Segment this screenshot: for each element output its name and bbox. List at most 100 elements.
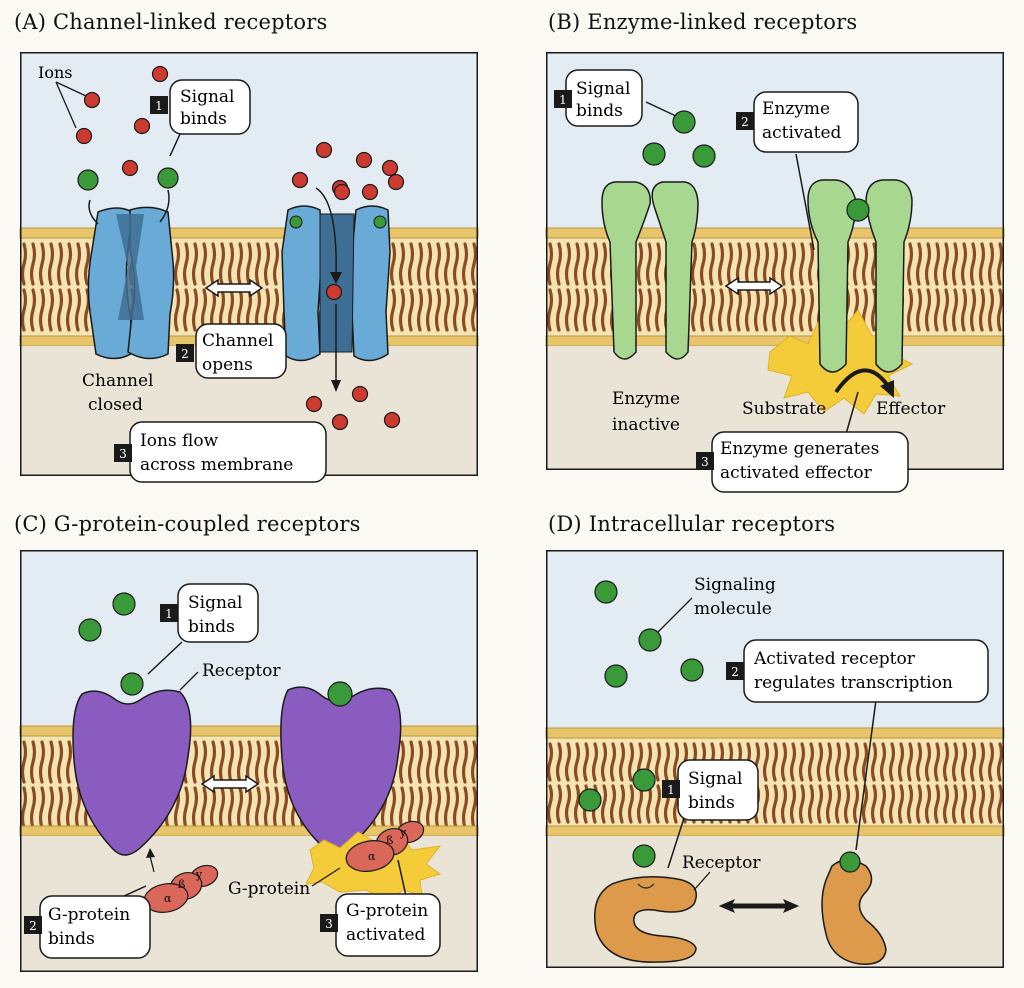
alpha-label: α xyxy=(164,892,172,905)
receptor-inactive xyxy=(594,876,697,963)
step-3-callout: 3 Enzyme generates activated effector xyxy=(696,391,909,493)
signaling-molecule-label: molecule xyxy=(694,599,772,619)
signal-molecule xyxy=(157,167,179,189)
signal-molecule xyxy=(578,788,602,812)
callout-text: activated xyxy=(762,123,842,143)
signal-molecule xyxy=(680,658,704,682)
channel-closed-label: Channel xyxy=(82,371,154,391)
callout-text: opens xyxy=(202,355,253,375)
callout-text: activated effector xyxy=(720,463,873,483)
callout-text: Signal xyxy=(188,593,243,613)
signal-molecule xyxy=(112,592,136,616)
step-2-callout: 2 Activated receptor regulates transcrip… xyxy=(726,639,989,851)
callout-text: Enzyme generates xyxy=(720,439,879,459)
beta-label: ß xyxy=(386,834,393,847)
enzyme-inactive-label: Enzyme xyxy=(612,389,680,409)
step-3-callout: 3 Ions flow across membrane xyxy=(114,421,327,483)
panel-a-title: (A) Channel-linked receptors xyxy=(14,10,328,34)
gprotein-active: y ß α xyxy=(345,820,425,872)
callout-text: G-protein xyxy=(48,905,130,925)
step-1-callout: 1 Signal binds xyxy=(150,79,251,157)
effector-label: Effector xyxy=(876,399,946,419)
signal-molecule xyxy=(692,144,716,168)
callout-text: activated xyxy=(346,925,426,945)
callout-text: binds xyxy=(188,617,235,637)
step-3-callout: 3 G-protein activated xyxy=(320,859,441,957)
step-number: 1 xyxy=(165,607,173,621)
callout-text: Signal xyxy=(688,769,743,789)
closed-channel xyxy=(87,206,175,360)
ion-flow-arrow-top xyxy=(315,187,337,278)
step-2-callout: 2 Enzyme activated xyxy=(736,91,859,251)
step-number: 3 xyxy=(701,455,709,469)
substrate-to-effector-arrow xyxy=(834,368,890,394)
substrate-label: Substrate xyxy=(742,399,826,419)
gamma-label: y xyxy=(399,826,407,839)
signal-molecule xyxy=(604,664,628,688)
panel-b-enzyme-linked: 1 Signal binds 2 Enzyme activated Enzyme… xyxy=(545,52,1005,493)
panel-b-title: (B) Enzyme-linked receptors xyxy=(548,10,858,34)
callout-text: Ions flow xyxy=(140,431,219,451)
signal-bind-line-left xyxy=(88,199,99,225)
callout-text: Activated receptor xyxy=(753,649,916,669)
callout-text: binds xyxy=(576,101,623,121)
step-1-callout: 1 Signal binds xyxy=(662,759,759,869)
channel-closed-label: closed xyxy=(88,395,143,415)
transition-double-arrow xyxy=(718,899,800,913)
step-number: 1 xyxy=(155,99,163,113)
step-2-callout: 2 Channel opens xyxy=(176,323,287,379)
step-number: 2 xyxy=(29,919,37,933)
callout-text: Signal xyxy=(180,87,235,107)
step-number: 2 xyxy=(731,665,739,679)
step-2-callout: 2 G-protein binds xyxy=(24,885,151,959)
signal-molecule xyxy=(672,110,696,134)
receptor-label: Receptor xyxy=(682,853,761,873)
step-1-callout: 1 Signal binds xyxy=(147,583,259,675)
callout-text: binds xyxy=(180,109,227,129)
transition-double-arrow xyxy=(200,774,260,794)
transition-double-arrow xyxy=(204,278,264,298)
signal-molecule xyxy=(632,768,656,792)
signal-bind-line-right xyxy=(159,189,170,223)
receptor-label: Receptor xyxy=(202,661,281,681)
beta-label: ß xyxy=(178,878,185,891)
callout-text: regulates transcription xyxy=(754,673,953,693)
enzyme-inactive-label: inactive xyxy=(612,415,680,435)
callout-text: binds xyxy=(688,793,735,813)
ions xyxy=(75,65,405,431)
active-enzyme xyxy=(807,179,913,373)
alpha-label: α xyxy=(368,850,376,863)
receptor-inactive xyxy=(72,689,192,856)
transition-double-arrow xyxy=(724,276,784,296)
step-number: 3 xyxy=(325,917,333,931)
inactive-enzyme xyxy=(601,181,699,360)
callout-text: Signal xyxy=(576,79,631,99)
step-number: 3 xyxy=(119,447,127,461)
gamma-label: y xyxy=(195,868,203,881)
gprotein-binding-arrow xyxy=(149,855,155,873)
signal-molecule xyxy=(594,580,618,604)
callout-text: Enzyme xyxy=(762,99,830,119)
signal-molecule xyxy=(632,844,656,868)
step-number: 1 xyxy=(559,93,567,107)
callout-text: binds xyxy=(48,929,95,949)
step-number: 2 xyxy=(741,115,749,129)
panel-c-gpcr: y ß α y ß α 1 Signal binds Receptor 2 G-… xyxy=(19,550,479,972)
signal-molecule xyxy=(78,618,102,642)
panel-a-channel-linked: Ions 1 Signal binds 2 Channel opens Chan… xyxy=(19,52,479,483)
step-number: 1 xyxy=(667,783,675,797)
callout-text: Channel xyxy=(202,331,274,351)
bound-signal xyxy=(839,851,861,873)
gprotein-inactive: y ß α xyxy=(143,864,219,913)
panel-d-title: (D) Intracellular receptors xyxy=(548,512,836,536)
signal-molecule xyxy=(638,628,662,652)
signal-molecule xyxy=(120,672,144,696)
ions-label: Ions xyxy=(38,63,72,82)
signal-molecule xyxy=(642,142,666,166)
callout-text: across membrane xyxy=(140,455,293,475)
step-1-callout: 1 Signal binds xyxy=(554,69,677,127)
signal-molecule xyxy=(77,169,99,191)
panel-c-title: (C) G-protein-coupled receptors xyxy=(14,512,361,536)
signaling-molecule-label: Signaling xyxy=(694,575,776,595)
bound-signal xyxy=(327,681,353,707)
